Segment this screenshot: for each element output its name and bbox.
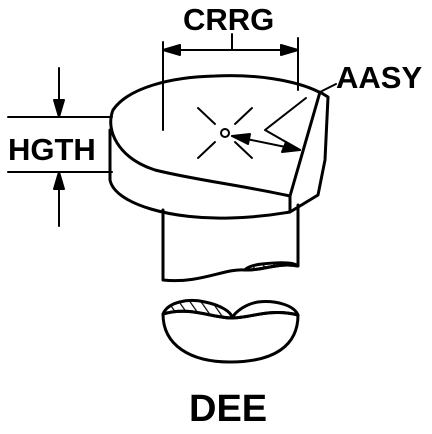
shank-upper (161, 203, 300, 283)
lower-break-section (161, 299, 234, 320)
crrg-label: CRRG (183, 2, 275, 37)
head-side-wall (108, 128, 292, 220)
head-top-face (109, 74, 321, 198)
crrg-dimension (162, 33, 299, 131)
head-flat-face (288, 90, 330, 214)
hgth-label: HGTH (8, 132, 96, 167)
dee-label: DEE (189, 388, 268, 430)
shank-lower-piece (161, 299, 300, 364)
hgth-dimension (7, 67, 113, 227)
center-mark (197, 107, 253, 159)
shank-break-section (243, 261, 300, 272)
aasy-label: AASY (336, 60, 423, 95)
aasy-dimension (231, 83, 337, 153)
